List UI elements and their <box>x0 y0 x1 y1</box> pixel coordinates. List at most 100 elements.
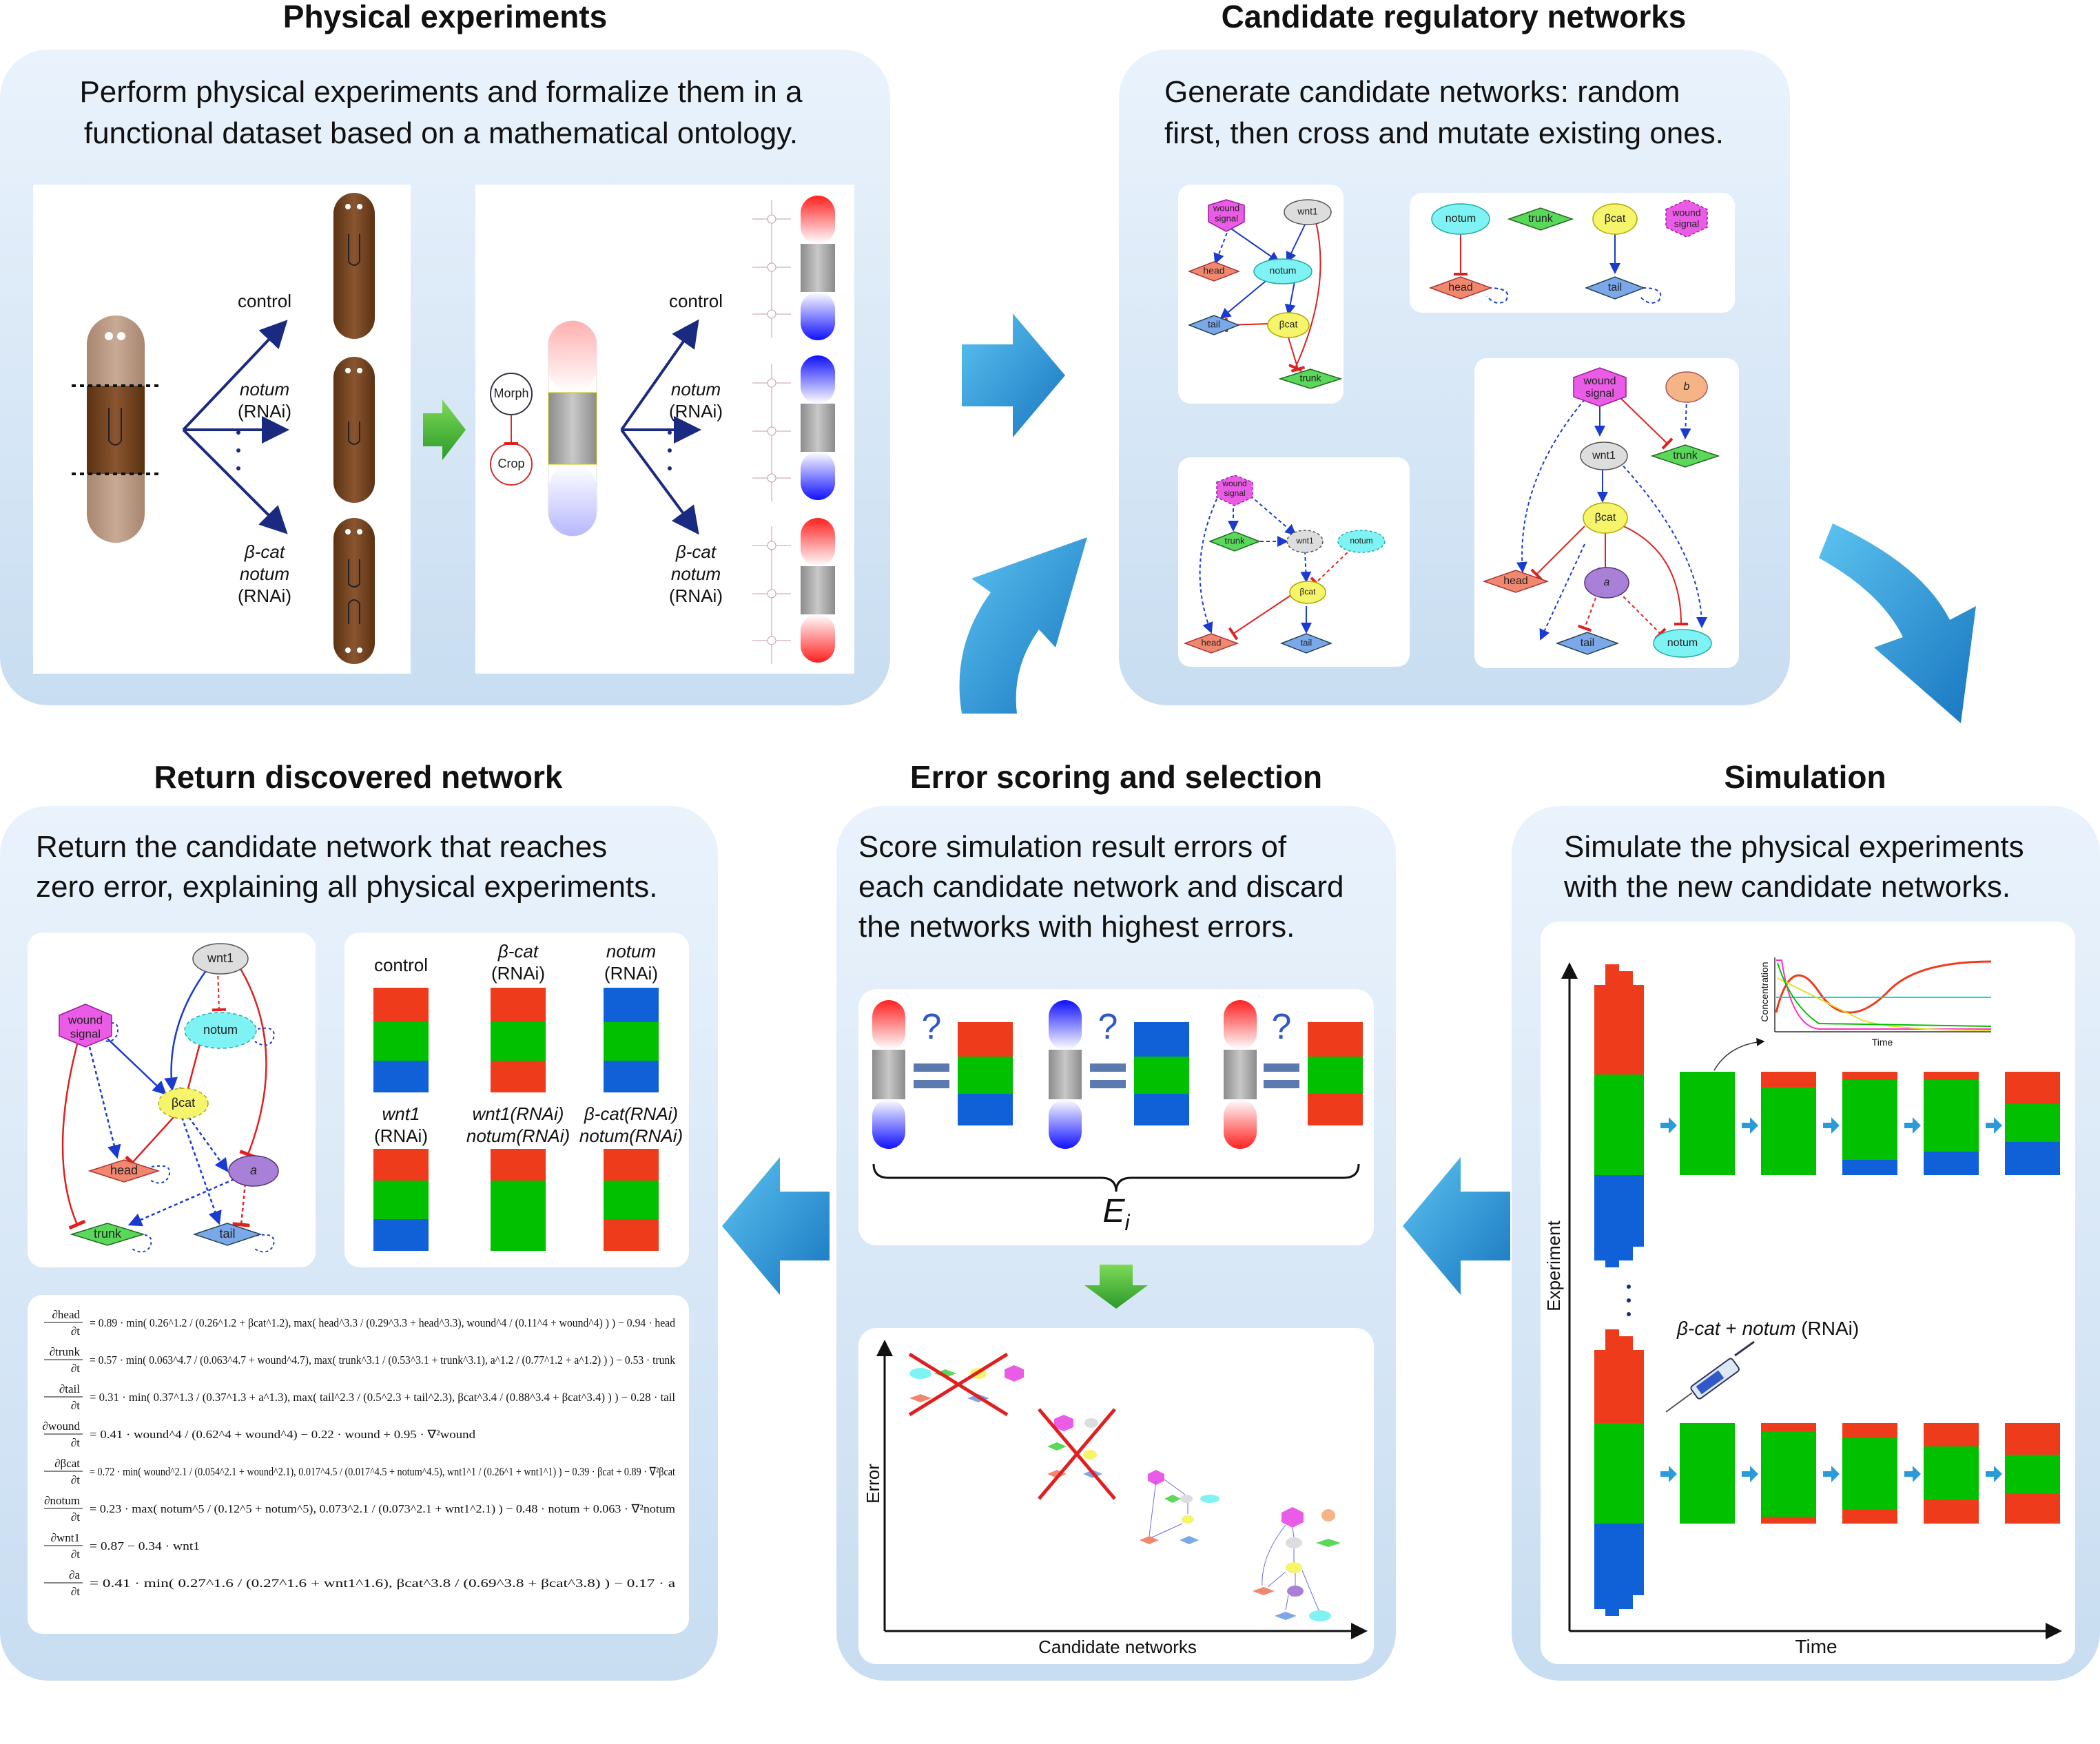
desc-error-1: Score simulation result errors of <box>858 830 1287 864</box>
col-wnt1notum-2: notum(RNAi) <box>466 1125 570 1146</box>
fn-wnt1: wnt1 <box>207 951 234 965</box>
equation-rhs: = 0.72 · min( wound^2.1 / (0.054^2.1 + w… <box>90 1465 675 1478</box>
node-morph: Morph <box>493 386 528 400</box>
question-1: ? <box>922 1007 942 1047</box>
final-patterns-box: control β-cat (RNAi) notum (RNAi) wnt1 (… <box>344 933 689 1267</box>
desc-error-3: the networks with highest errors. <box>858 910 1295 944</box>
fn-bcat: βcat <box>172 1096 195 1110</box>
cn1-wound-2: signal <box>1215 213 1238 223</box>
worm-bcat-notum <box>333 518 375 664</box>
equation-list: ∂head ∂t = 0.89 · min( 0.26^1.2 / (0.26^1.… <box>42 1308 675 1598</box>
cn3-wnt1: wnt1 <box>1295 536 1314 546</box>
cn3-bcat: βcat <box>1300 587 1317 596</box>
fn-notum: notum <box>203 1023 238 1037</box>
ontology-tree-1 <box>752 200 791 338</box>
equations-box: ∂head ∂t = 0.89 · min( 0.26^1.2 / (0.26^1.… <box>28 1295 689 1634</box>
label-bcat-rnai-1: (RNAi) <box>238 585 291 606</box>
col-notum-2: (RNAi) <box>604 963 658 984</box>
worm-control <box>333 193 375 339</box>
fn-wound-2: signal <box>70 1027 101 1040</box>
error-y-axis: Error <box>863 1464 883 1504</box>
cycle-arrow-curved-down <box>1819 523 1976 723</box>
equation-lhs-denominator: ∂t <box>71 1548 80 1561</box>
thumb-network-2 <box>1038 1408 1116 1500</box>
error-x-axis: Candidate networks <box>1038 1637 1197 1657</box>
col-bcat-1: β-cat <box>497 941 539 962</box>
equation-lhs-denominator: ∂t <box>71 1436 80 1449</box>
cn4-tail: tail <box>1581 637 1594 649</box>
gradient-worm-bcat-notum <box>801 518 835 663</box>
fn-wound-1: wound <box>68 1013 103 1026</box>
candidate-network-1-box: wound signal wnt1 notum head tail βcat t… <box>1178 185 1344 404</box>
col-wnt1-2: (RNAi) <box>374 1125 428 1146</box>
cn4-notum: notum <box>1667 637 1698 649</box>
title-simulation: Simulation <box>1724 759 1886 795</box>
label-bcat-rnai-2: (RNAi) <box>669 585 723 606</box>
ontology-worm <box>548 320 597 537</box>
equation-rhs: = 0.89 · min( 0.26^1.2 / (0.26^1.2 + βca… <box>90 1316 675 1329</box>
sim-row-2 <box>1660 1423 2060 1524</box>
final-network-box: wnt1 wound signal notum βcat head a trun… <box>28 933 316 1267</box>
candidate-network-4-box: wound signal b wnt1 trunk βcat head a ta… <box>1474 358 1739 668</box>
cn1-wnt1: wnt1 <box>1297 206 1318 217</box>
cn1-head: head <box>1203 265 1224 276</box>
equation-lhs-numerator: ∂notum <box>44 1494 80 1507</box>
thumb-network-4 <box>1253 1507 1341 1621</box>
desc-candidates-1: Generate candidate networks: random <box>1164 75 1680 109</box>
ei-label: Ei <box>1102 1193 1130 1235</box>
label-notum-1: notum <box>240 379 289 399</box>
equation-lhs-numerator: ∂trunk <box>50 1345 81 1358</box>
ontology-tree-2 <box>752 364 791 501</box>
equation-lhs-numerator: ∂wnt1 <box>51 1531 80 1544</box>
cn2-head: head <box>1448 282 1473 293</box>
cn1-trunk: trunk <box>1299 373 1321 384</box>
syringe-icon <box>1665 1340 1755 1413</box>
conc-y-label: Concentration <box>1759 962 1770 1021</box>
cycle-arrow-left-simulation <box>1403 1157 1510 1295</box>
label-bcat-notum-2: notum <box>671 563 721 584</box>
col-bcat-2: (RNAi) <box>491 963 545 984</box>
candidate-network-2-box: notum trunk βcat wound signal head tail <box>1410 193 1735 313</box>
sim-worm-2 <box>1594 1329 1644 1616</box>
equation-rhs: = 0.87 − 0.34 · wnt1 <box>90 1539 200 1553</box>
equation-lhs-numerator: ∂βcat <box>54 1457 80 1470</box>
green-arrow-down <box>1084 1265 1148 1309</box>
sim-y-axis: Experiment <box>1543 1220 1564 1311</box>
equation-lhs-numerator: ∂a <box>69 1568 80 1581</box>
title-return: Return discovered network <box>154 759 562 795</box>
sim-worm-1 <box>1594 964 1644 1267</box>
simulation-box: Experiment Time Concentration Time <box>1541 922 2075 1664</box>
equation-lhs-denominator: ∂t <box>71 1399 80 1412</box>
equation-lhs-numerator: ∂wound <box>42 1420 80 1433</box>
sim-rnai-label: β-cat + notum (RNAi) <box>1676 1318 1859 1339</box>
ei-letter: E <box>1102 1193 1125 1229</box>
desc-candidates-2: first, then cross and mutate existing on… <box>1164 116 1724 150</box>
fn-a: a <box>250 1163 257 1177</box>
sim-row-1 <box>1660 1072 2060 1175</box>
cn4-wound-1: wound <box>1583 375 1616 387</box>
cn4-bcat: βcat <box>1595 512 1616 523</box>
fn-tail: tail <box>219 1227 235 1240</box>
sim-rnai-notum: notum <box>1742 1318 1796 1339</box>
desc-physical-1: Perform physical experiments and formali… <box>79 75 803 109</box>
desc-simulation-1: Simulate the physical experiments <box>1564 830 2024 864</box>
candidate-network-3-box: wound signal trunk wnt1 notum βcat head … <box>1178 457 1410 667</box>
equation-lhs-denominator: ∂t <box>71 1473 80 1486</box>
conc-x-label: Time <box>1872 1037 1893 1048</box>
ontology-tree-3 <box>752 526 791 664</box>
equation-rhs: = 0.57 · min( 0.063^4.7 / (0.063^4.7 + w… <box>90 1353 675 1367</box>
equation-rhs: = 0.41 · wound^4 / (0.62^4 + wound^4) − … <box>90 1428 476 1441</box>
equation-lhs-denominator: ∂t <box>71 1585 80 1598</box>
fn-head: head <box>110 1163 138 1177</box>
gradient-worm-notum <box>801 355 835 500</box>
title-candidates: Candidate regulatory networks <box>1222 0 1687 34</box>
equation-rhs: = 0.31 · min( 0.37^1.3 / (0.37^1.3 + a^1… <box>90 1391 675 1404</box>
cycle-arrow-right-top <box>962 313 1065 437</box>
cn4-wound-2: signal <box>1585 388 1614 399</box>
sim-x-axis: Time <box>1795 1636 1837 1657</box>
equation-lhs-denominator: ∂t <box>71 1325 80 1338</box>
equation-lhs-numerator: ∂head <box>52 1308 81 1321</box>
cn3-tail: tail <box>1301 637 1312 647</box>
cn2-tail: tail <box>1608 282 1622 293</box>
